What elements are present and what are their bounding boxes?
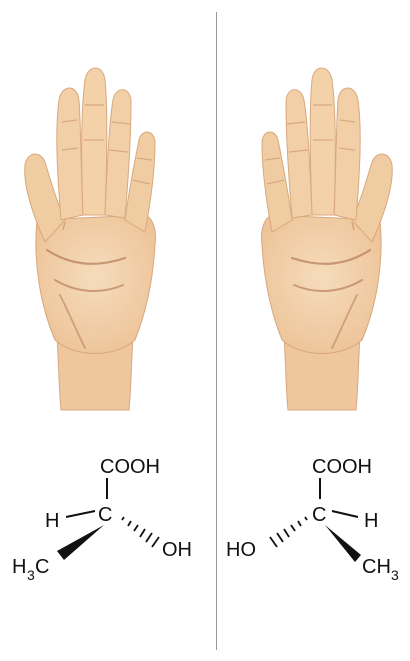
left-group-oh: OH — [162, 539, 192, 561]
right-bottom-sub: 3 — [391, 567, 399, 583]
left-solid-wedge — [57, 525, 104, 560]
right-molecule: COOH C H HO CH 3 — [226, 456, 399, 583]
right-atom-h: H — [364, 510, 378, 532]
left-hand-icon — [25, 68, 156, 410]
right-top-group: COOH — [312, 456, 372, 478]
right-bond-h — [332, 511, 358, 517]
right-center-atom: C — [312, 504, 326, 526]
left-hashed-wedge — [122, 517, 159, 547]
left-center-atom: C — [98, 504, 112, 526]
left-bottom-h: H — [12, 556, 26, 578]
right-group-ho: HO — [226, 539, 256, 561]
right-hand-icon — [261, 68, 392, 410]
left-bottom-sub: 3 — [27, 567, 35, 583]
right-bottom-ch: CH — [362, 556, 391, 578]
left-bottom-c: C — [35, 556, 49, 578]
left-atom-h: H — [45, 510, 59, 532]
left-molecule: COOH C H OH H 3 C — [12, 456, 192, 583]
left-top-group: COOH — [100, 456, 160, 478]
right-solid-wedge — [325, 525, 361, 562]
left-bond-h — [66, 511, 95, 517]
right-hashed-wedge — [270, 517, 307, 547]
